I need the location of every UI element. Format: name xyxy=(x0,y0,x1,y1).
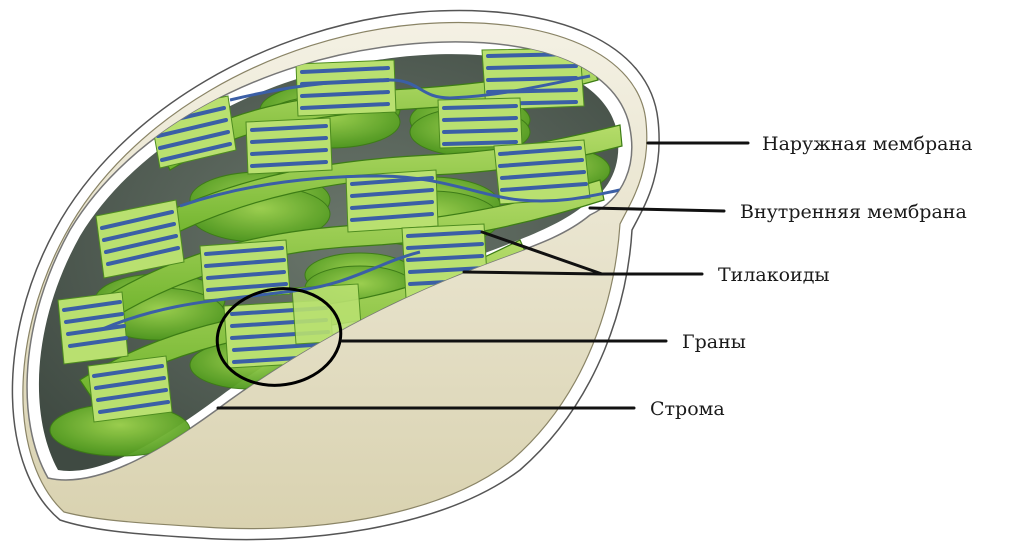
granum xyxy=(296,60,396,116)
leader-thylakoid-b xyxy=(464,272,602,274)
granum xyxy=(58,292,128,364)
granum xyxy=(88,356,172,422)
granum xyxy=(494,140,590,204)
label-stroma: Строма xyxy=(650,398,725,420)
label-inner-membrane: Внутренняя мембрана xyxy=(740,201,967,223)
granum xyxy=(438,98,522,148)
granum xyxy=(246,118,332,174)
label-outer-membrane: Наружная мембрана xyxy=(762,133,972,155)
label-grana: Граны xyxy=(682,331,746,353)
label-thylakoids: Тилакоиды xyxy=(718,264,830,286)
granum xyxy=(200,240,290,300)
labels: Наружная мембрана Внутренняя мембрана Ти… xyxy=(650,133,972,420)
